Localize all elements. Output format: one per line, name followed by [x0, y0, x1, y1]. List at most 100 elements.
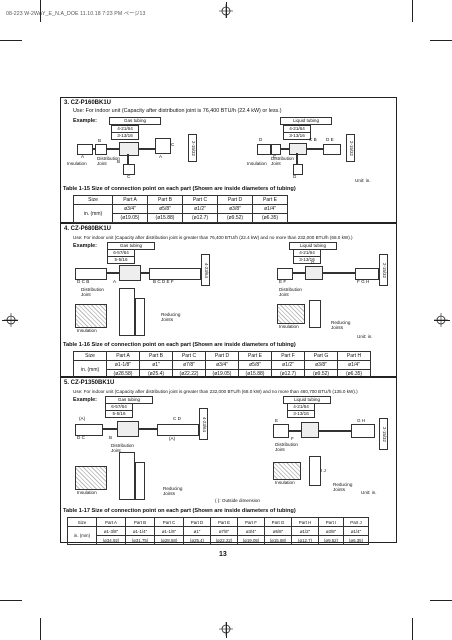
s3-gas-label-c2: C [127, 174, 131, 179]
section-5-panel: 5. CZ-P1350BK1U Use: For indoor unit (Ca… [60, 377, 397, 545]
s3-liquid-part-d [257, 144, 271, 155]
table-cell: (ø34.92) [96, 535, 126, 545]
s3-gas-part-b [95, 144, 107, 155]
s3-liquid-label-cb: C B [309, 137, 317, 142]
s5-gas-dim-2: 5-5/16 [105, 410, 133, 418]
table-header-cell: Part A [112, 195, 148, 205]
table-cell: ø3/8" [304, 360, 338, 370]
table-cell: (ø28.58) [154, 535, 184, 545]
table-cell: (ø25.4) [183, 535, 211, 545]
table-header-cell: Size [73, 351, 107, 361]
table-1-17-caption: Table 1-17 Size of connection point on e… [63, 508, 296, 514]
s4-liquid-distribution-joint-label: Distribution Joint [279, 287, 302, 297]
crop-mark-tr-v [412, 0, 413, 22]
s5-liquid-distribution-joint [301, 422, 319, 438]
table-cell: ø3/8" [217, 204, 253, 214]
table-cell: ø3/8" [318, 526, 344, 536]
s5-liquid-label-f: F [291, 436, 294, 441]
s5-gas-label-dc: D C [77, 435, 85, 440]
table-cell: (ø9.52) [217, 213, 253, 223]
section-4-description: Use: For indoor unit (Capacity after dis… [73, 235, 353, 240]
s5-reducing-joints-label: Reducing Joints [163, 486, 183, 496]
s5-liquid-part-e [273, 424, 289, 438]
s3-liquid-label-d: D [259, 137, 263, 142]
s3-liquid-distribution-joint-label: Distribution Joint [271, 156, 294, 166]
s4-liquid-vdim: 2-15/32 [379, 254, 388, 286]
s3-gas-tubing-label: Gas tubing [109, 117, 161, 125]
table-cell: (ø15.88) [264, 535, 292, 545]
s4-liquid-label-g: G [311, 260, 315, 265]
s3-gas-vdim: 2-15/32 [188, 134, 197, 162]
s3-liquid-distribution-joint [289, 143, 307, 155]
s4-distribution-joint-label: Distribution Joint [81, 287, 104, 297]
s4-gas-vdim: 4-23/64 [201, 254, 210, 286]
table-header-cell: Part B [147, 195, 183, 205]
s3-liquid-insulation-label: Insulation [247, 161, 267, 166]
table-header-cell: Part B [139, 351, 173, 361]
table-1-16: Size Part A Part B Part C Part D Part E … [73, 351, 371, 379]
table-cell: (ø12.7) [291, 535, 319, 545]
s5-gas-label-cd: C D [173, 416, 181, 421]
s4-gas-label-dcb: D C B [77, 279, 90, 284]
crop-mark-tl-h [0, 40, 22, 41]
table-row-label: in. (mm) [67, 526, 97, 545]
table-cell: (ø31.75) [125, 535, 155, 545]
table-cell: ø7/8" [210, 526, 238, 536]
s5-liquid-insulation-block [273, 462, 301, 480]
s4-liquid-distribution-joint [305, 266, 323, 280]
s3-distribution-joint-label: Distribution Joint [97, 156, 120, 166]
section-3-panel: 3. CZ-P160BK1U Use: For indoor unit (Cap… [60, 97, 397, 223]
table-cell: ø1/2" [291, 526, 319, 536]
table-header-cell: Part G [264, 517, 292, 527]
s3-gas-dim-2: 3-13/16 [111, 132, 139, 140]
s5-reducing-joint-stack-2 [135, 462, 145, 500]
s3-gas-distribution-joint [119, 142, 139, 156]
table-header-cell: Part F [271, 351, 305, 361]
s4-gas-label-bcdef: B C D E F [153, 279, 174, 284]
page-number: 13 [219, 551, 227, 558]
table-1-17: Size Part A Part B Part C Part D Part E … [67, 517, 369, 545]
table-cell: ø1/4" [252, 204, 288, 214]
s4-gas-distribution-joint [119, 265, 141, 281]
table-cell: ø1/4" [337, 360, 371, 370]
s5-liquid-distribution-joint-label: Distribution Joint [275, 442, 298, 452]
table-cell: ø7/8" [172, 360, 206, 370]
s3-liquid-label-c: C [273, 154, 277, 159]
s3-gas-down-pipe [127, 154, 129, 170]
table-header-cell: Part C [172, 351, 206, 361]
table-cell: (ø15.88) [147, 213, 183, 223]
section-4-example-label: Example: [73, 243, 97, 249]
table-cell: ø1" [139, 360, 173, 370]
table-cell: (ø9.52) [318, 535, 344, 545]
s4-liquid-dim-2: 3-13/16 [293, 256, 321, 264]
crop-mark-center-bottom [226, 622, 227, 638]
table-header-cell: Part D [183, 517, 211, 527]
section-3-description: Use: For indoor unit (Capacity after dis… [73, 108, 282, 114]
table-cell: (ø12.7) [182, 213, 218, 223]
s5-liquid-label-e: E [275, 418, 279, 423]
table-header-cell: Part I [318, 517, 344, 527]
s5-gas-branch [157, 424, 199, 436]
table-cell: (ø6.35) [252, 213, 288, 223]
s5-gas-part-dc [75, 424, 103, 436]
table-cell: ø5/8" [238, 360, 272, 370]
s5-liquid-dim-2: 3-13/16 [287, 410, 315, 418]
s5-gas-distribution-joint [117, 421, 139, 437]
section-5-description: Use: For indoor unit (Capacity after dis… [73, 389, 358, 394]
section-5-title: 5. CZ-P1350BK1U [64, 380, 115, 386]
table-cell: ø1/2" [182, 204, 218, 214]
s3-gas-branch [155, 138, 171, 154]
s5-gas-label-b: B [109, 435, 113, 440]
table-header-cell: Size [67, 517, 97, 527]
crop-mark-left-mid [2, 320, 18, 321]
s4-gas-branch [149, 268, 201, 280]
s3-liquid-down-pipe [296, 153, 298, 169]
s5-distribution-joint-label: Distribution Joint [111, 443, 134, 453]
section-3-title: 3. CZ-P160BK1U [64, 100, 112, 106]
table-cell: ø5/8" [147, 204, 183, 214]
s4-insulation-label: Insulation [77, 328, 97, 333]
table-cell: ø1/4" [343, 526, 369, 536]
s3-liquid-part-c [271, 144, 281, 155]
table-header-cell: Part A [96, 517, 126, 527]
table-cell: (ø22.22) [210, 535, 238, 545]
